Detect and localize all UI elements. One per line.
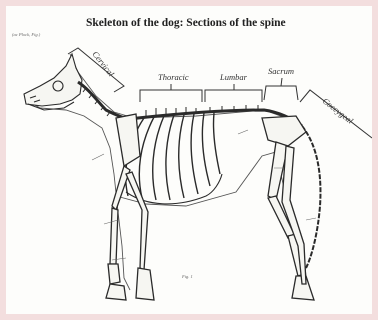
sacrum-bracket — [264, 86, 298, 100]
humerus — [112, 166, 130, 210]
far-foreleg — [126, 172, 148, 270]
thoracic-bracket — [140, 90, 202, 102]
skull — [24, 54, 82, 110]
ribcage — [126, 113, 222, 204]
label-cervical: Cervical — [90, 49, 116, 79]
label-thoracic: Thoracic — [158, 72, 189, 82]
pelvis — [262, 116, 306, 146]
carpus — [108, 264, 120, 284]
scapula — [116, 114, 140, 166]
diagram-title: Skeleton of the dog: Sections of the spi… — [86, 17, 286, 29]
hindleg — [262, 116, 314, 300]
label-coccygeal: Coccygeal — [321, 96, 356, 126]
dog-skeleton-diagram: Skeleton of the dog: Sections of the spi… — [6, 6, 372, 314]
foreleg — [106, 114, 154, 300]
fig-label: Fig. 1 — [181, 274, 193, 279]
label-sacrum: Sacrum — [268, 66, 294, 76]
far-front-paw — [136, 268, 154, 300]
radius-ulna — [110, 208, 118, 264]
front-paw — [106, 284, 126, 300]
label-lumbar: Lumbar — [219, 72, 248, 82]
lumbar-bracket — [205, 90, 262, 102]
diagram-frame: Skeleton of the dog: Sections of the spi… — [6, 6, 372, 314]
citation: (ac Plock, Fig.) — [12, 32, 41, 38]
skull-shape — [24, 54, 82, 106]
section-brackets — [68, 48, 372, 138]
